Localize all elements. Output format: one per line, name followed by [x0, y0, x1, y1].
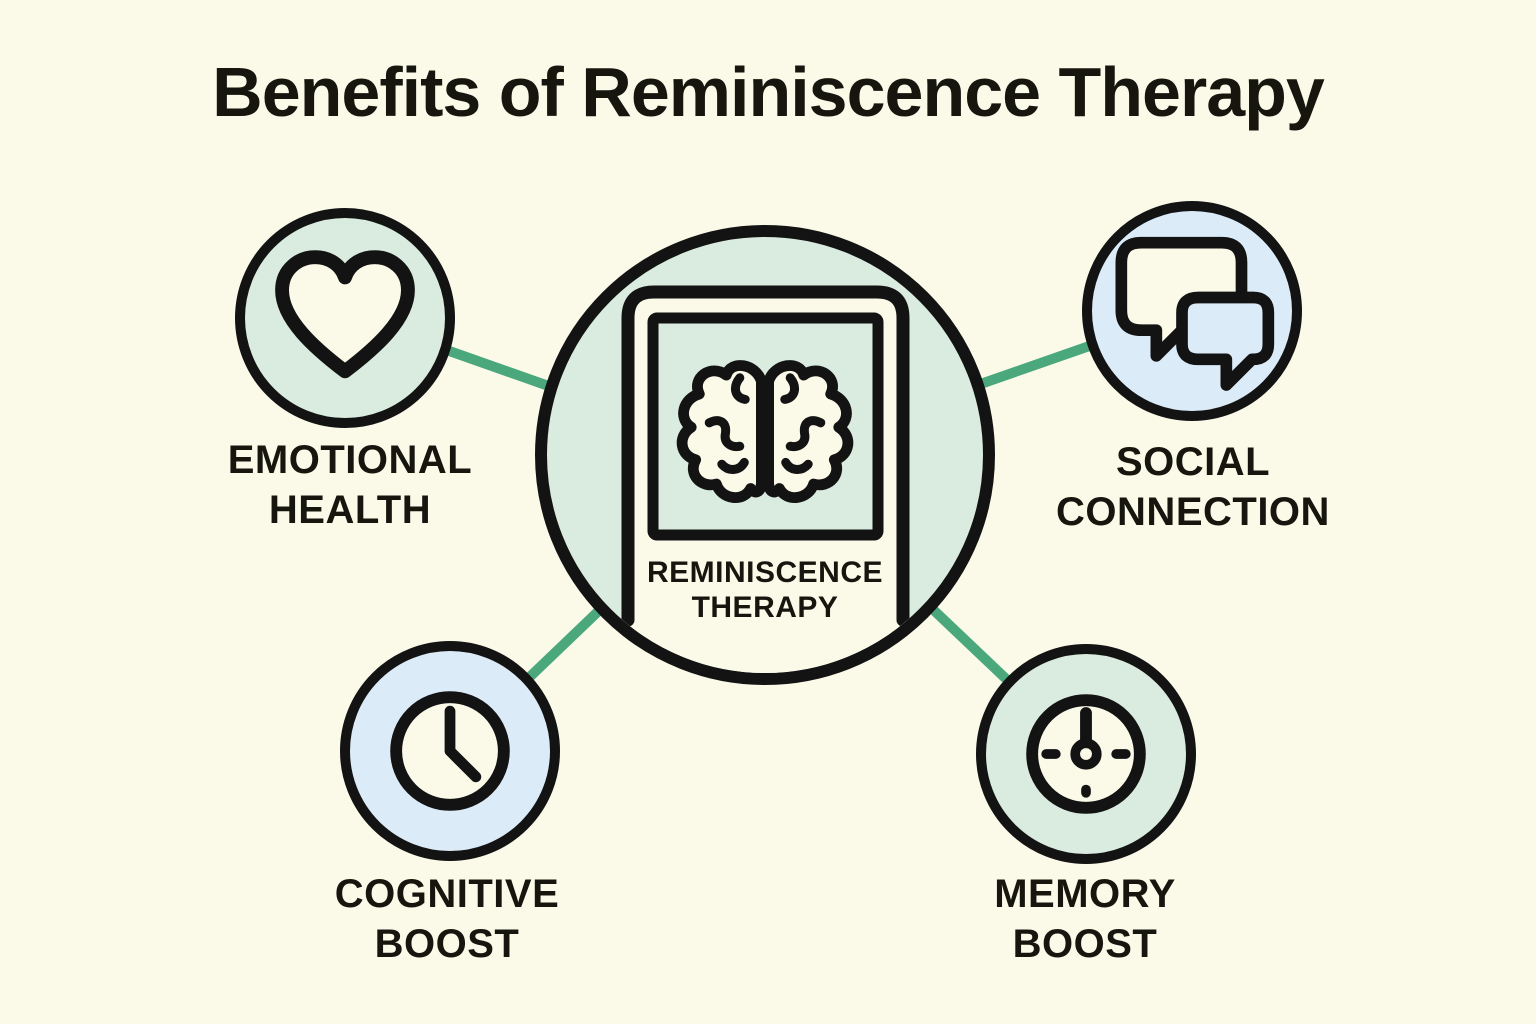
connector-emotional: [436, 342, 562, 395]
emotional-health-label: EMOTIONAL HEALTH: [150, 435, 550, 535]
brain-icon: [676, 365, 848, 497]
cognitive-label-line2: BOOST: [374, 922, 520, 966]
central-label-line2: THERAPY: [691, 591, 839, 624]
page-title: Benefits of Reminiscence Therapy: [212, 53, 1325, 131]
social-connection-circle: [1082, 201, 1302, 421]
social-label-line1: SOCIAL: [1115, 440, 1271, 484]
central-label-line1: REMINISCENCE: [646, 556, 884, 589]
central-node-circle: REMINISCENCE THERAPY: [535, 225, 995, 685]
cognitive-label-line1: COGNITIVE: [334, 872, 560, 916]
circle-bottom-chord: [547, 620, 983, 673]
memory-boost-circle: [976, 644, 1196, 864]
memory-label-line1: MEMORY: [994, 872, 1176, 916]
memory-boost-label: MEMORY BOOST: [885, 869, 1285, 969]
social-label-line2: CONNECTION: [1056, 490, 1330, 534]
emotional-health-circle: [235, 208, 455, 428]
brain-in-frame-icon: [547, 285, 983, 673]
small-chat-bubble: [1175, 291, 1274, 391]
connector-social: [970, 338, 1100, 392]
emotional-label-line1: EMOTIONAL: [227, 438, 473, 482]
central-node-label: REMINISCENCE THERAPY: [547, 555, 983, 625]
cognitive-boost-label: COGNITIVE BOOST: [247, 869, 647, 969]
heart-icon: [275, 250, 415, 379]
clock-icon: [390, 691, 510, 811]
cognitive-boost-circle: [340, 641, 560, 861]
gauge-icon: [1026, 694, 1146, 814]
memory-label-line2: BOOST: [1012, 922, 1158, 966]
emotional-label-line2: HEALTH: [268, 488, 432, 532]
social-connection-label: SOCIAL CONNECTION: [993, 437, 1393, 537]
chat-bubbles-icon: [1115, 236, 1274, 391]
